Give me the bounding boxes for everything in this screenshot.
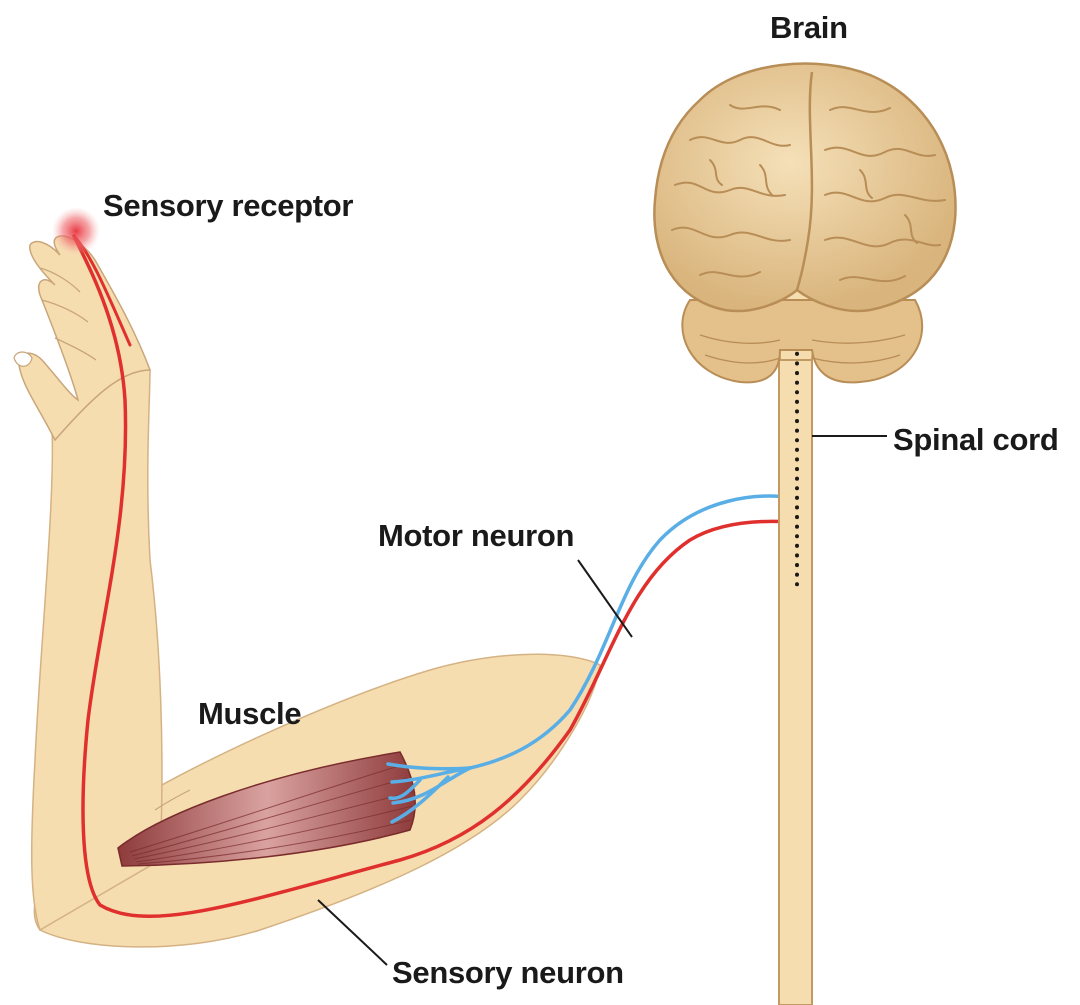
spinal-cord: [762, 290, 832, 1005]
motor-neuron-label: Motor neuron: [378, 520, 574, 551]
sensory-neuron-label: Sensory neuron: [392, 957, 624, 988]
muscle-label: Muscle: [198, 698, 301, 729]
brain-label: Brain: [770, 12, 848, 43]
thumbnail: [14, 352, 32, 366]
spinal-cord-label: Spinal cord: [893, 424, 1059, 455]
cerebrum: [654, 64, 955, 311]
sensory-receptor-label: Sensory receptor: [103, 190, 353, 221]
sensory-receptor-glow: [52, 207, 100, 255]
brain: [654, 64, 955, 383]
sensory-neuron-leader-line: [318, 900, 387, 965]
